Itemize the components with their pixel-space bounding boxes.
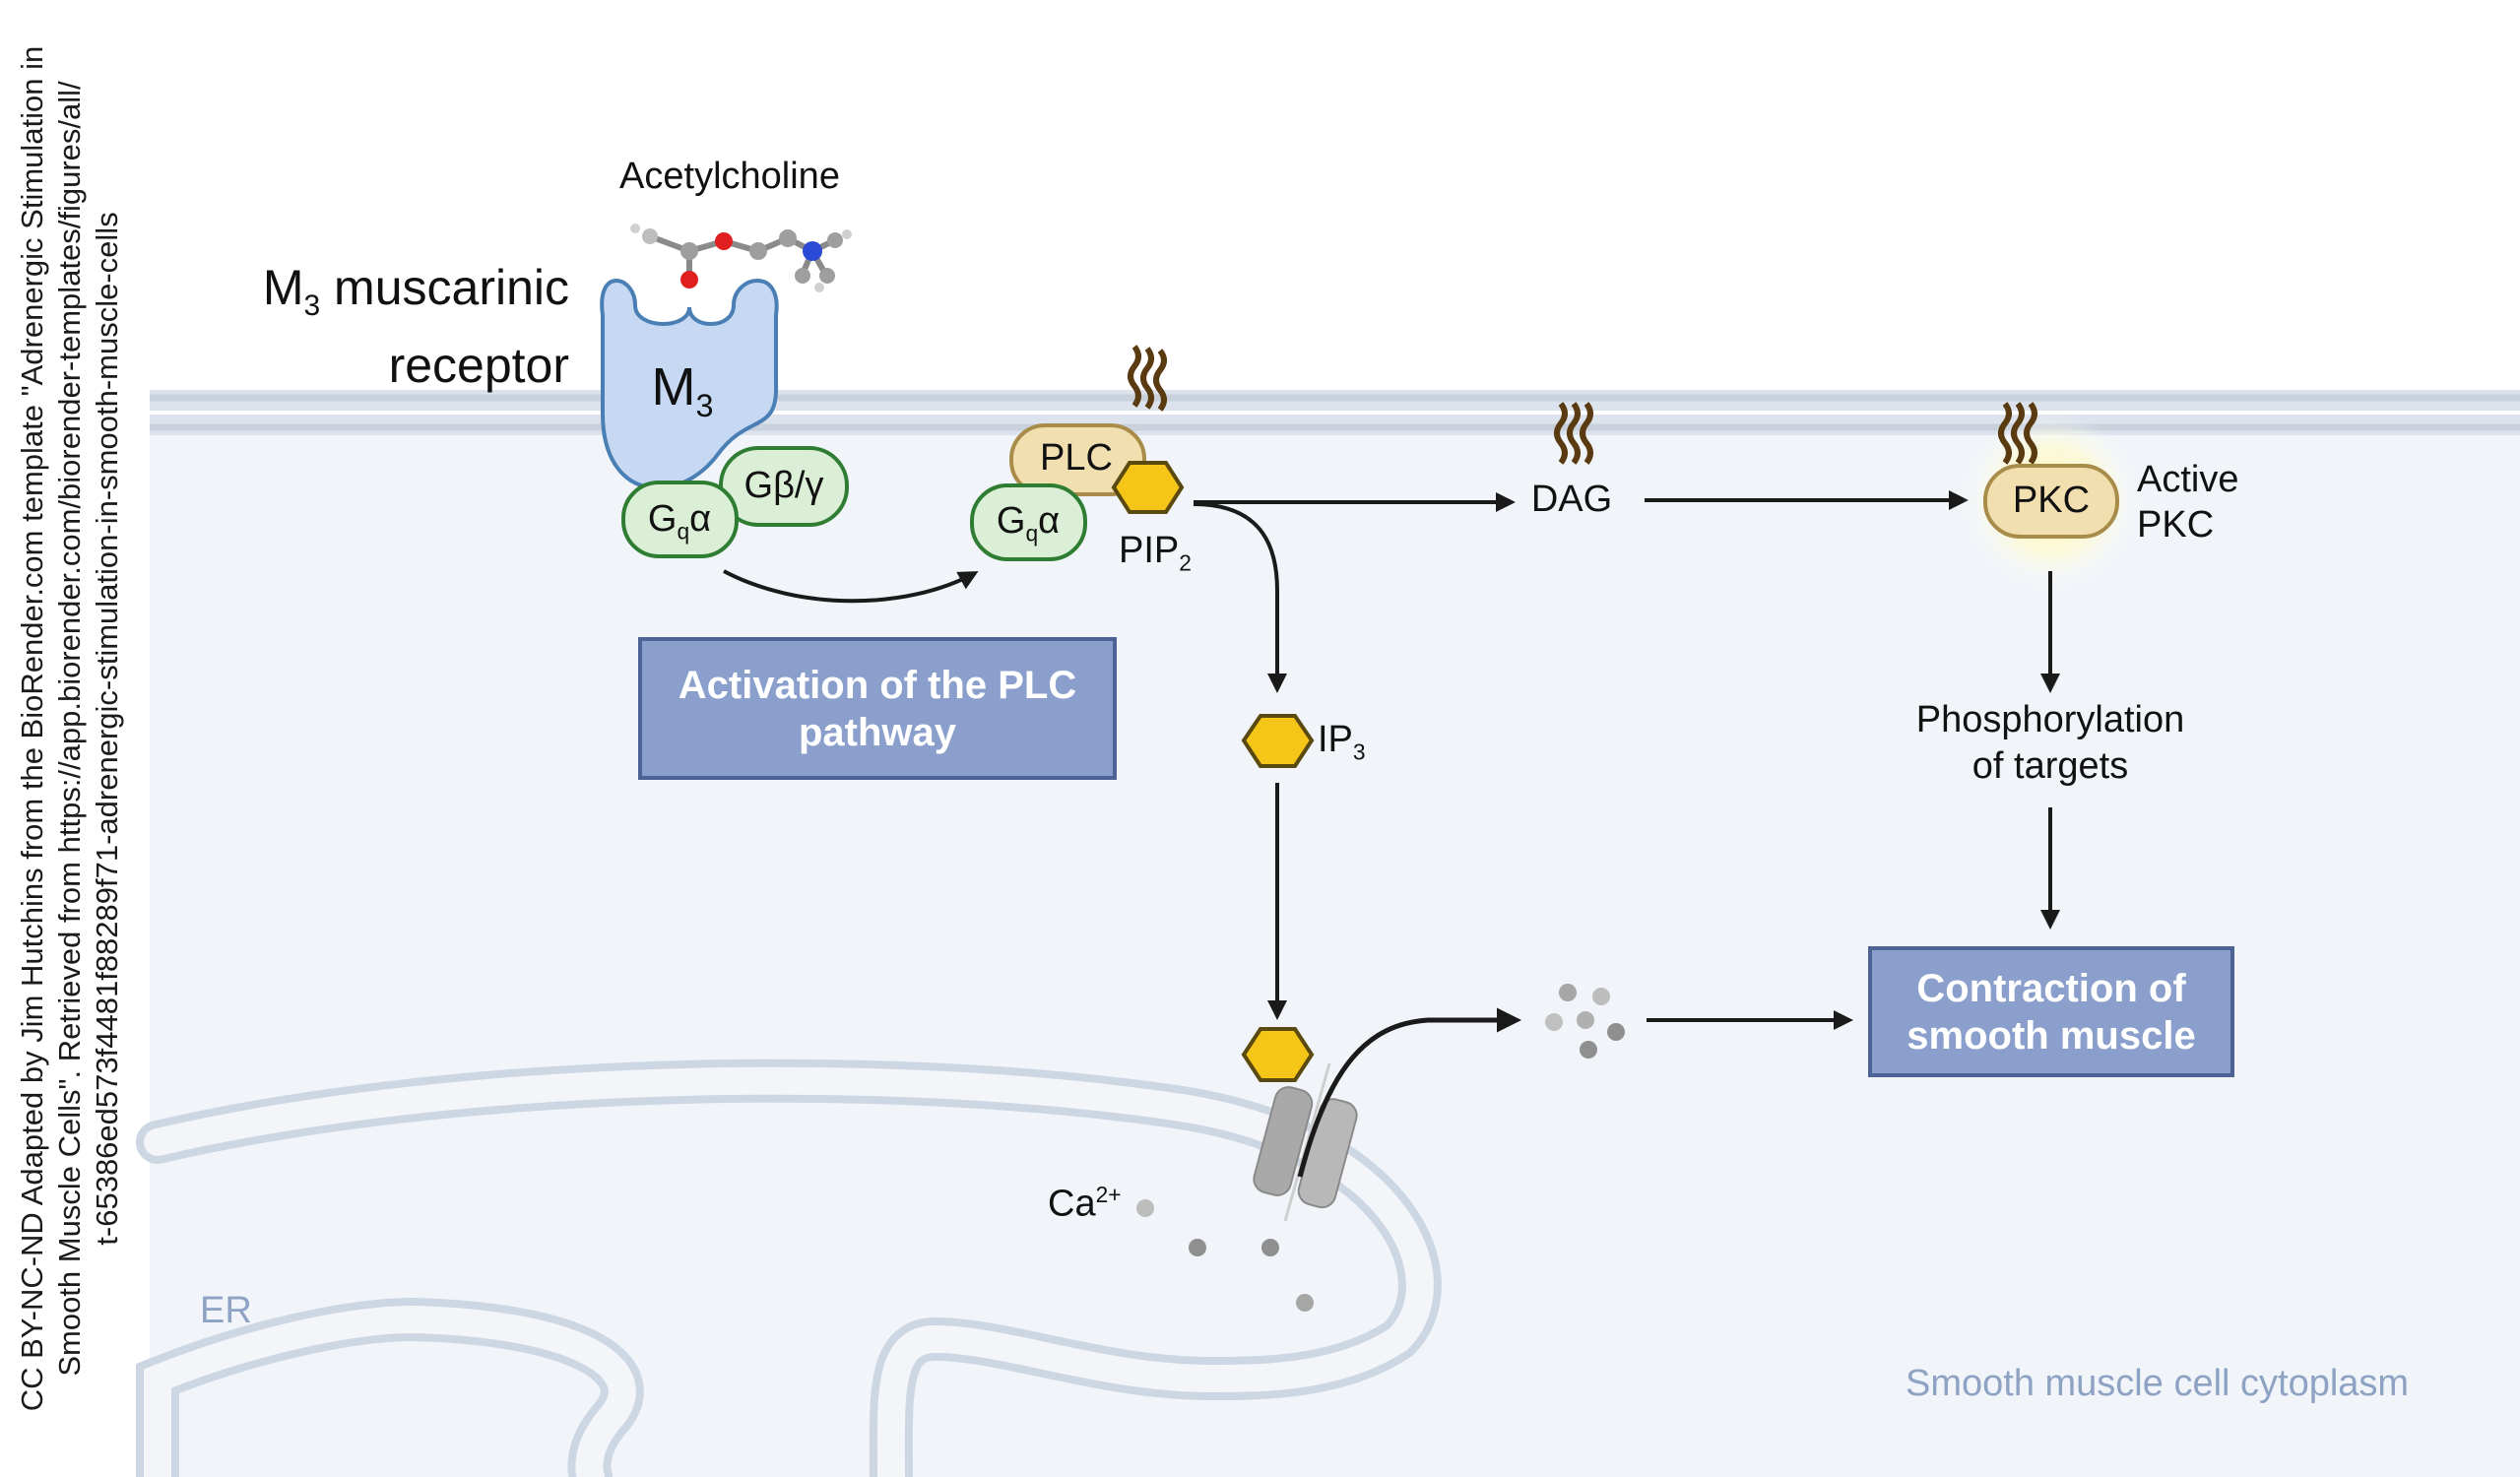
cytoplasm-area — [150, 394, 2520, 1477]
credit-text: CC BY-NC-ND Adapted by Jim Hutchins from… — [14, 0, 191, 1457]
arrow-pip2-to-ip3 — [1193, 502, 1287, 693]
released-calcium-ions — [1545, 984, 1625, 1059]
g-alpha-g-2: G — [996, 500, 1026, 542]
plc-label: PLC — [1040, 437, 1113, 479]
er-membrane — [136, 1059, 1442, 1477]
contraction-line2: smooth muscle — [1906, 1013, 2196, 1058]
plc-activation-line2: pathway — [798, 710, 957, 754]
g-alpha-label-plc: Gqα — [997, 500, 1060, 547]
m3-label-m: M — [651, 357, 696, 417]
pip2-hexagon — [1111, 461, 1185, 514]
g-alpha-shape-plc — [970, 483, 1087, 561]
active-pkc-line1: Active — [2137, 459, 2239, 500]
phosphorylation-line2: of targets — [1971, 745, 2129, 787]
receptor-title: M3 muscarinic receptor — [232, 258, 569, 395]
active-pkc-label: Active PKC — [2137, 457, 2238, 547]
receptor-title-m: M — [262, 260, 304, 315]
acetylcholine-molecule — [630, 224, 852, 292]
g-alpha-greek-2: α — [1038, 500, 1061, 542]
receptor-title-rest: muscarinic — [320, 260, 569, 315]
g-alpha-shape-receptor — [621, 481, 739, 558]
g-alpha-label-receptor: Gqα — [648, 498, 711, 546]
pkc-label: PKC — [2012, 480, 2091, 521]
g-alpha-sub: q — [677, 518, 690, 545]
receptor-title-sub: 3 — [303, 289, 321, 322]
arrow-calcium-release — [1297, 1007, 1521, 1178]
credit-line-2: Smooth Muscle Cells". Retrieved from htt… — [52, 81, 87, 1377]
calcium-label: Ca2+ — [1048, 1182, 1122, 1226]
active-pkc-line2: PKC — [2137, 504, 2215, 546]
ip3-sub: 3 — [1352, 738, 1366, 765]
plasma-membrane — [150, 390, 2520, 435]
plc-activation-box: Activation of the PLC pathway — [638, 637, 1117, 780]
pkc-shape — [1983, 464, 2119, 539]
credit-line-3: t-65386ed573f4481f88289f71-adrenergic-st… — [90, 212, 124, 1246]
g-alpha-g: G — [647, 498, 678, 540]
contraction-box: Contraction of smooth muscle — [1868, 946, 2234, 1077]
calcium-text: Ca — [1048, 1183, 1096, 1225]
plc-lipid-tails — [1128, 345, 1167, 412]
phosphorylation-label: Phosphorylation of targets — [1916, 697, 2185, 790]
ip3-label: IP3 — [1318, 719, 1366, 766]
acetylcholine-label: Acetylcholine — [619, 156, 840, 197]
g-alpha-sub-2: q — [1025, 520, 1039, 546]
pip2-label: PIP2 — [1119, 530, 1192, 577]
calcium-release-path — [1283, 1062, 1331, 1222]
g-beta-gamma-label: Gβ/γ — [743, 465, 824, 506]
m3-receptor-label: M3 — [652, 356, 714, 424]
ip3-text: IP — [1318, 719, 1353, 760]
ip3-hexagon — [1241, 714, 1315, 768]
calcium-sup: 2+ — [1095, 1182, 1122, 1207]
pip2-sub: 2 — [1179, 549, 1192, 576]
arrow-receptor-to-plc — [723, 569, 979, 604]
ip3-hexagon-bound — [1241, 1027, 1315, 1082]
phosphorylation-line1: Phosphorylation — [1915, 699, 2185, 740]
er-label: ER — [200, 1290, 252, 1331]
plc-shape — [1009, 423, 1146, 496]
contraction-line1: Contraction of — [1916, 966, 2186, 1010]
credit-line-1: CC BY-NC-ND Adapted by Jim Hutchins from… — [15, 45, 49, 1412]
g-alpha-greek: α — [689, 498, 712, 540]
pip2-text: PIP — [1119, 530, 1180, 571]
m3-receptor-shape — [600, 279, 779, 490]
plc-activation-line1: Activation of the PLC — [678, 663, 1077, 707]
er-calcium-ions — [1136, 1199, 1314, 1312]
m3-label-sub: 3 — [695, 387, 714, 423]
cytoplasm-label: Smooth muscle cell cytoplasm — [1906, 1363, 2410, 1404]
receptor-title-line2: receptor — [388, 338, 569, 393]
dag-lipid-tails — [1554, 402, 1593, 465]
dag-label: DAG — [1530, 479, 1613, 520]
pkc-lipid-tails — [1998, 402, 2037, 465]
